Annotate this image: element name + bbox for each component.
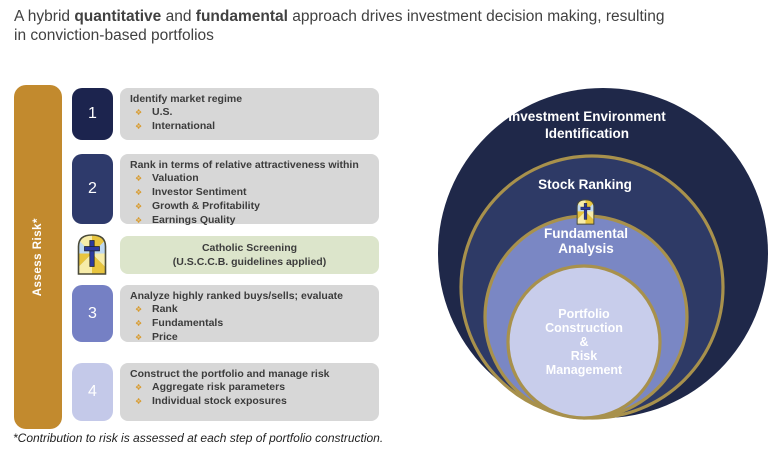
step-number: 1 [88,105,97,122]
screening-header: Catholic Screening [201,242,298,254]
ring-portfolio-construction [506,264,662,420]
ring-label-line: Construction [545,321,623,335]
step-header: Construct the portfolio and manage risk [130,368,330,380]
step-description-box: Rank in terms of relative attractiveness… [120,154,379,226]
ring-label-line: Analysis [558,241,614,256]
bullet-item: ❖ Growth & Profitability [130,200,373,214]
diamond-bullet-icon: ❖ [135,201,143,211]
diamond-bullet-icon: ❖ [135,174,143,183]
bullet-label: Rank [152,303,178,315]
bullet-item: ❖ Rank [130,303,373,317]
ring-label-line: Risk [570,349,598,363]
ring-label-line: Fundamental [543,226,628,241]
catholic-screening-box: Catholic Screening (U.S.C.C.B. guidelines… [120,236,379,274]
ring-label-line: & [579,335,589,349]
diamond-bullet-icon: ❖ [135,187,143,197]
step-header: Analyze highly ranked buys/sells; evalua… [130,290,343,302]
bullet-label: Aggregate risk parameters [152,381,286,393]
step-description-box: Identify market regime ❖ U.S. ❖ Internationa… [120,88,379,140]
title-emphasis: quantitative [74,8,162,25]
bullet-item: ❖ U.S. [130,106,373,120]
stained-glass-window-icon [77,233,107,276]
title-text: and [161,8,196,25]
step-header: Identify market regime [130,93,243,105]
step-number: 2 [88,180,97,197]
diamond-bullet-icon: ❖ [135,108,143,117]
step-number-badge: 2 [72,154,113,224]
diamond-bullet-icon: ❖ [135,396,143,406]
bullet-item: ❖ Individual stock exposures [130,395,373,409]
bullet-item: ❖ Price [130,331,373,345]
diamond-bullet-icon: ❖ [135,305,143,314]
title-text: A hybrid [14,8,75,25]
bullet-item: ❖ Aggregate risk parameters [130,381,373,395]
ring-label-line: Management [545,363,623,377]
bullet-label: Individual stock exposures [152,394,287,407]
diamond-bullet-icon: ❖ [135,318,143,328]
step-number-badge: 3 [72,285,113,342]
diamond-bullet-icon: ❖ [135,215,143,225]
bullet-label: Investor Sentiment [152,185,247,198]
slide-title-line: A hybrid quantitative and fundamental ap… [14,7,754,26]
step-number: 4 [88,383,97,400]
bullet-label: Price [152,330,178,343]
bullet-label: Valuation [152,172,199,184]
bullet-label: Growth & Profitability [152,199,260,212]
slide-title-line: in conviction-based portfolios [14,26,754,45]
step-description-box: Analyze highly ranked buys/sells; evalua… [120,285,379,345]
diamond-bullet-icon: ❖ [135,383,143,392]
screening-subheader: (U.S.C.C.B. guidelines applied) [172,256,327,268]
ring-label-line: Portfolio [558,307,610,321]
bullet-label: Fundamentals [152,316,224,329]
step-description-box: Construct the portfolio and manage risk❖… [120,363,379,421]
assess-risk-bar: Assess Risk* [14,85,62,429]
process-flow: 1 Identify market regime ❖ U.S. ❖ Internation… [72,88,379,421]
title-text: in conviction-based portfolios [14,27,214,44]
footnote: *Contribution to risk is assessed at eac… [13,431,384,445]
stained-glass-window-icon [576,199,595,225]
ring-label-line: Identification [545,126,629,141]
title-emphasis: fundamental [195,8,288,25]
step-header: Rank in terms of relative attractiveness… [130,159,359,171]
funnel-ring-label-stock-ranking: Stock Ranking [465,176,705,193]
step-number: 3 [88,304,97,322]
step-number-badge: 1 [72,88,113,140]
bullet-item: ❖ International [130,120,373,134]
bullet-item: ❖ Valuation [130,172,373,186]
bullet-item: ❖ Fundamentals [130,317,373,331]
bullet-label: International [152,119,216,132]
bullet-label: Earnings Quality [152,213,236,226]
ring-label-line: Stock Ranking [538,177,632,192]
bullet-label: U.S. [152,106,173,118]
title-text: approach drives investment decision maki… [287,8,665,25]
diamond-bullet-icon: ❖ [135,332,143,342]
ring-label-line: Investment Environment [508,109,666,124]
bullet-item: ❖ Earnings Quality [130,214,373,228]
slide-title: A hybrid quantitative and fundamental ap… [14,7,754,45]
step-number-badge: 4 [72,363,113,421]
diamond-bullet-icon: ❖ [135,121,143,131]
bullet-item: ❖ Investor Sentiment [130,186,373,200]
